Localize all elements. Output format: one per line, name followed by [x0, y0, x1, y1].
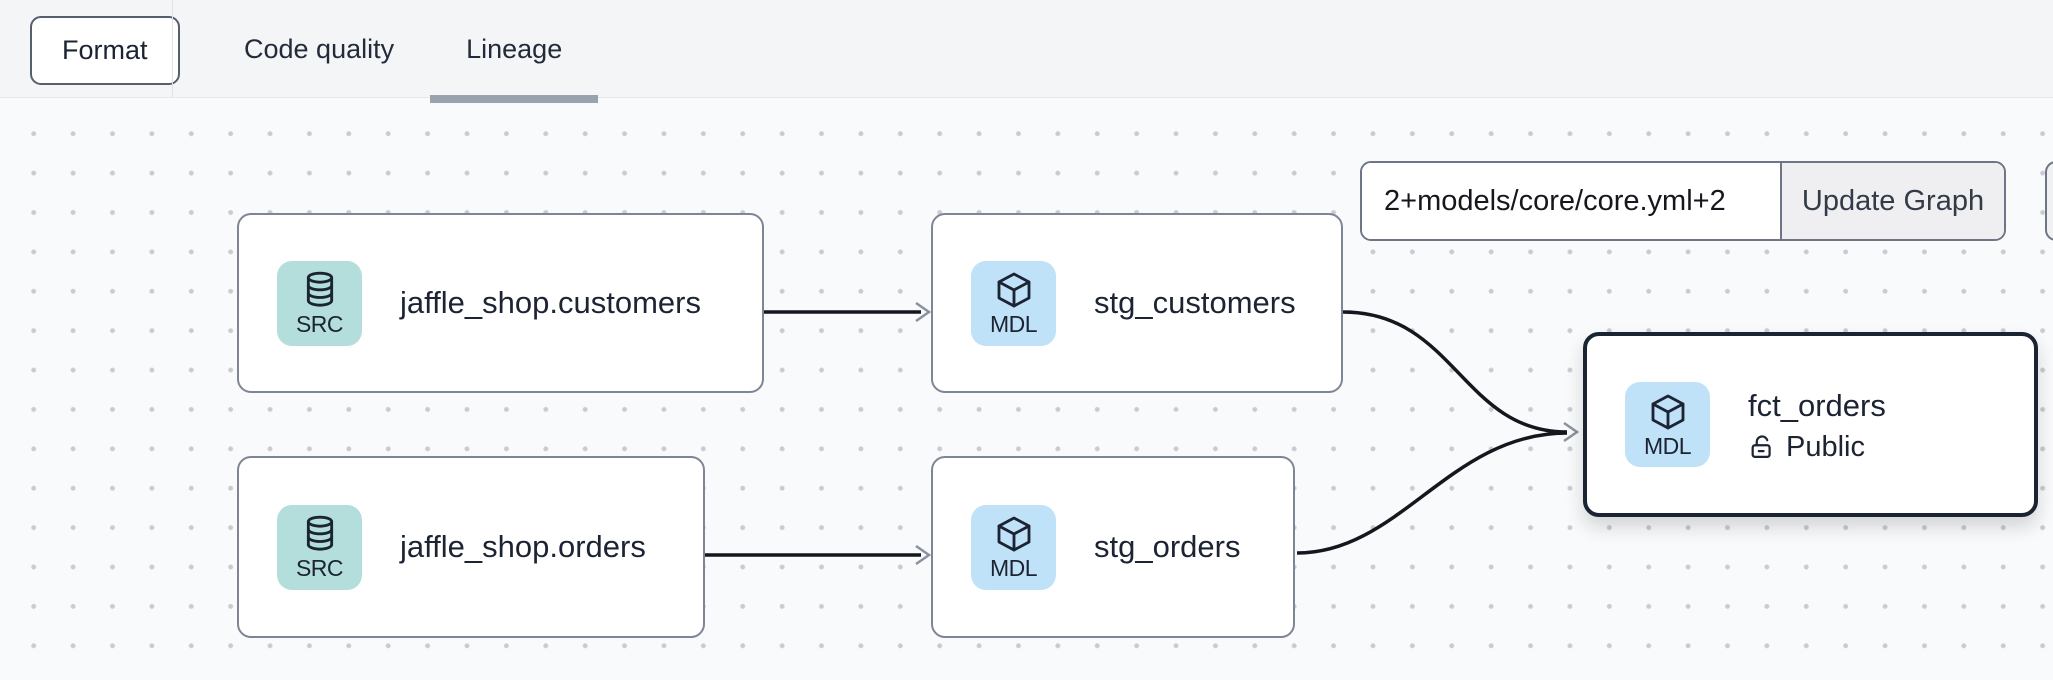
tab-code-quality[interactable]: Code quality	[244, 33, 395, 64]
node-title: jaffle_shop.customers	[400, 285, 701, 321]
node-title: jaffle_shop.orders	[400, 529, 646, 565]
model-badge: MDL	[971, 260, 1056, 346]
cube-icon	[997, 272, 1030, 308]
database-icon	[306, 515, 333, 551]
badge-label: MDL	[1643, 432, 1692, 459]
panel-tabs: Code quality Lineage	[208, 0, 599, 103]
node-title: stg_customers	[1094, 285, 1296, 321]
unlock-icon	[1751, 435, 1771, 459]
toolbar-divider	[172, 0, 173, 97]
access-label: Public	[1786, 430, 1865, 463]
cube-icon	[1651, 394, 1684, 429]
badge-label: SRC	[295, 311, 344, 337]
database-icon	[306, 271, 333, 307]
badge-label: MDL	[989, 555, 1038, 581]
node-fct-orders[interactable]: MDL fct_orders Public	[1583, 332, 2038, 517]
clipped-toolbar-button[interactable]	[2045, 161, 2053, 241]
node-title: stg_orders	[1094, 529, 1241, 565]
badge-label: SRC	[295, 555, 344, 581]
badge-label: MDL	[989, 311, 1038, 337]
editor-toolbar: Format Code quality Lineage	[0, 0, 2053, 103]
source-badge: SRC	[277, 260, 362, 346]
access-row: Public	[1748, 430, 1886, 463]
model-badge: MDL	[1625, 382, 1710, 467]
model-badge: MDL	[971, 504, 1056, 590]
update-graph-button[interactable]: Update Graph	[1780, 163, 2004, 239]
cube-icon	[997, 516, 1030, 552]
lineage-selector-bar: Update Graph	[1360, 161, 2006, 241]
node-jaffle-shop-customers[interactable]: SRC jaffle_shop.customers	[237, 213, 764, 393]
format-button[interactable]: Format	[30, 16, 180, 85]
node-title: fct_orders	[1748, 388, 1886, 424]
tab-lineage[interactable]: Lineage	[430, 0, 599, 103]
source-badge: SRC	[277, 504, 362, 590]
selector-input[interactable]	[1362, 163, 1780, 239]
node-stg-orders[interactable]: MDL stg_orders	[931, 456, 1295, 638]
node-stg-customers[interactable]: MDL stg_customers	[931, 213, 1343, 393]
node-jaffle-shop-orders[interactable]: SRC jaffle_shop.orders	[237, 456, 705, 638]
